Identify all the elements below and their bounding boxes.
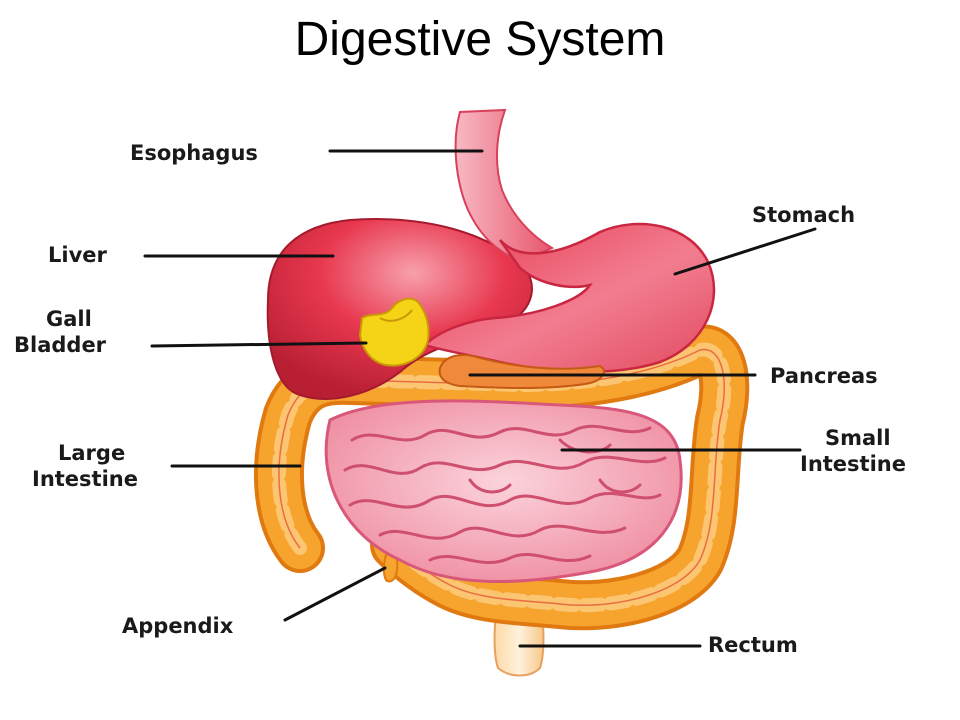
leader-appendix xyxy=(283,566,387,622)
label-large-intestine: Large Intestine xyxy=(32,441,138,491)
gall-bladder xyxy=(358,297,430,367)
leader-stomach xyxy=(673,227,817,276)
small-intestine xyxy=(324,399,683,584)
label-liver: Liver xyxy=(48,243,108,267)
label-esophagus: Esophagus xyxy=(130,141,258,165)
label-appendix: Appendix xyxy=(122,614,234,638)
label-small-intestine: Small Intestine xyxy=(800,426,906,476)
label-pancreas: Pancreas xyxy=(770,364,878,388)
label-gall-bladder: Gall Bladder xyxy=(14,307,107,357)
label-rectum: Rectum xyxy=(708,633,798,657)
leader-gall-bladder xyxy=(150,341,368,348)
diagram-title: Digestive System xyxy=(294,13,666,66)
label-stomach: Stomach xyxy=(752,203,855,227)
